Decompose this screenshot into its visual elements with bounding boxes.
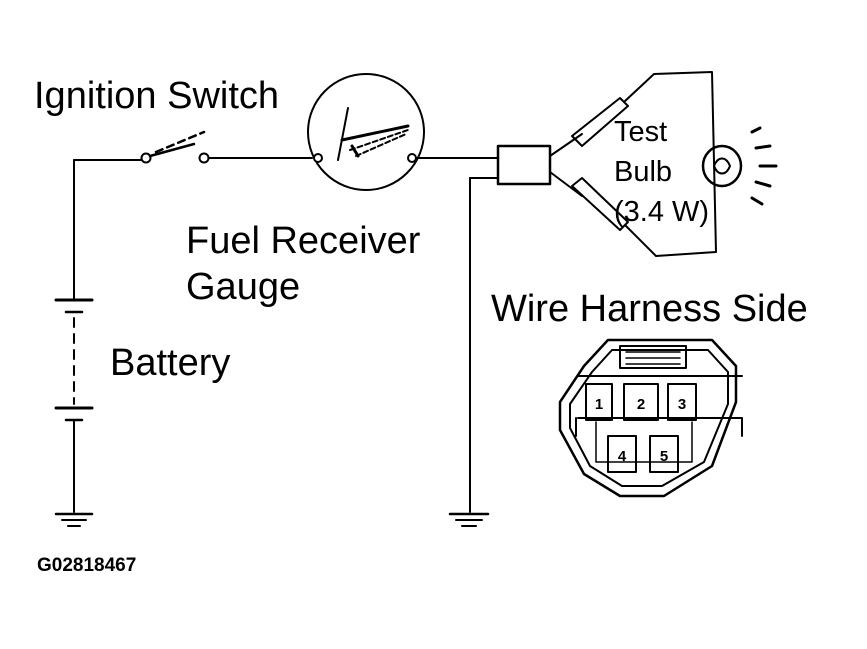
sender-connector (469, 144, 552, 513)
pin-5: 5 (660, 448, 668, 465)
test-bulb-label-line1: Test (614, 116, 668, 148)
wire-harness-side-label: Wire Harness Side (491, 288, 808, 330)
figure-id: G02818467 (37, 555, 137, 576)
pin-1: 1 (595, 396, 603, 413)
light-bulb-icon (701, 126, 778, 206)
pin-4: 4 (618, 448, 627, 465)
fuel-gauge-symbol (307, 73, 499, 191)
pin-3: 3 (678, 396, 686, 413)
fuel-receiver-label-line2: Gauge (186, 266, 301, 308)
test-bulb-assembly (549, 71, 717, 257)
test-bulb-label-line2: Bulb (614, 156, 673, 188)
battery-symbol (54, 159, 94, 513)
ignition-switch-symbol (140, 130, 313, 164)
pin-2: 2 (637, 396, 645, 413)
battery-label: Battery (110, 342, 231, 384)
connector-pin-cells (585, 383, 697, 473)
battery-ground-icon (54, 512, 94, 527)
ignition-switch-label: Ignition Switch (34, 75, 280, 117)
harness-ground-icon (448, 512, 490, 527)
connector-face (558, 338, 743, 498)
test-bulb-wattage: (3.4 W) (614, 196, 710, 228)
fuel-receiver-label-line1: Fuel Receiver (186, 220, 421, 262)
